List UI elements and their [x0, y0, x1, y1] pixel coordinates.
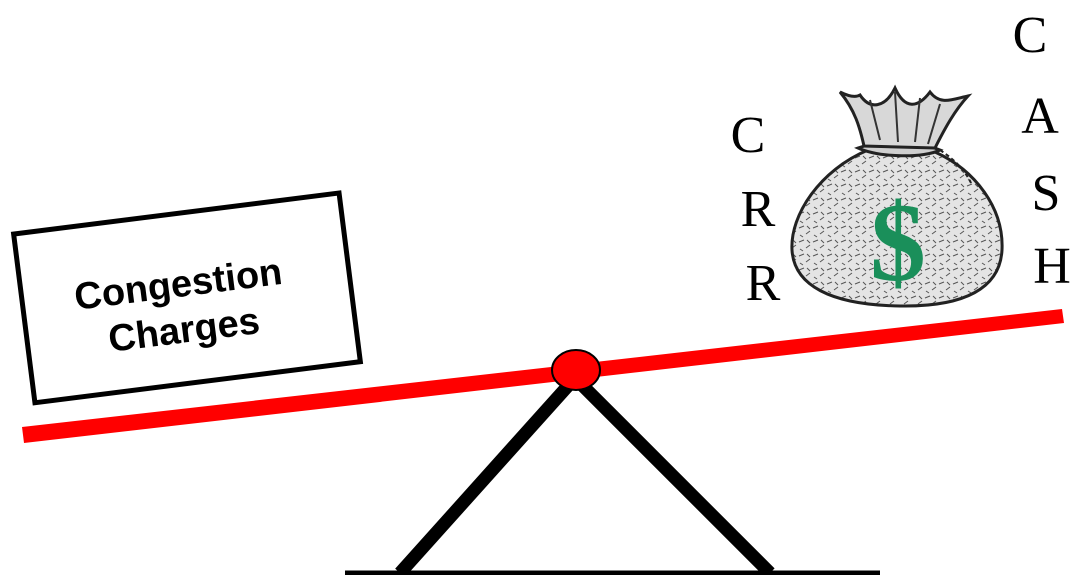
cash-letter-s: S [1032, 165, 1061, 222]
cash-letter-h: H [1033, 238, 1070, 295]
cash-letter-c: C [1013, 7, 1048, 64]
crr-letter-r2: R [746, 255, 781, 312]
money-bag-icon: $ [790, 84, 1004, 308]
cash-letter-a: A [1021, 88, 1059, 145]
seesaw-stand [395, 368, 775, 575]
crr-letter-r1: R [741, 181, 776, 238]
seesaw-beam [22, 309, 1064, 443]
crr-letter-c: C [731, 107, 766, 164]
pivot-circle [551, 349, 601, 391]
dollar-sign: $ [870, 181, 926, 305]
congestion-charges-box: Congestion Charges [10, 190, 364, 406]
